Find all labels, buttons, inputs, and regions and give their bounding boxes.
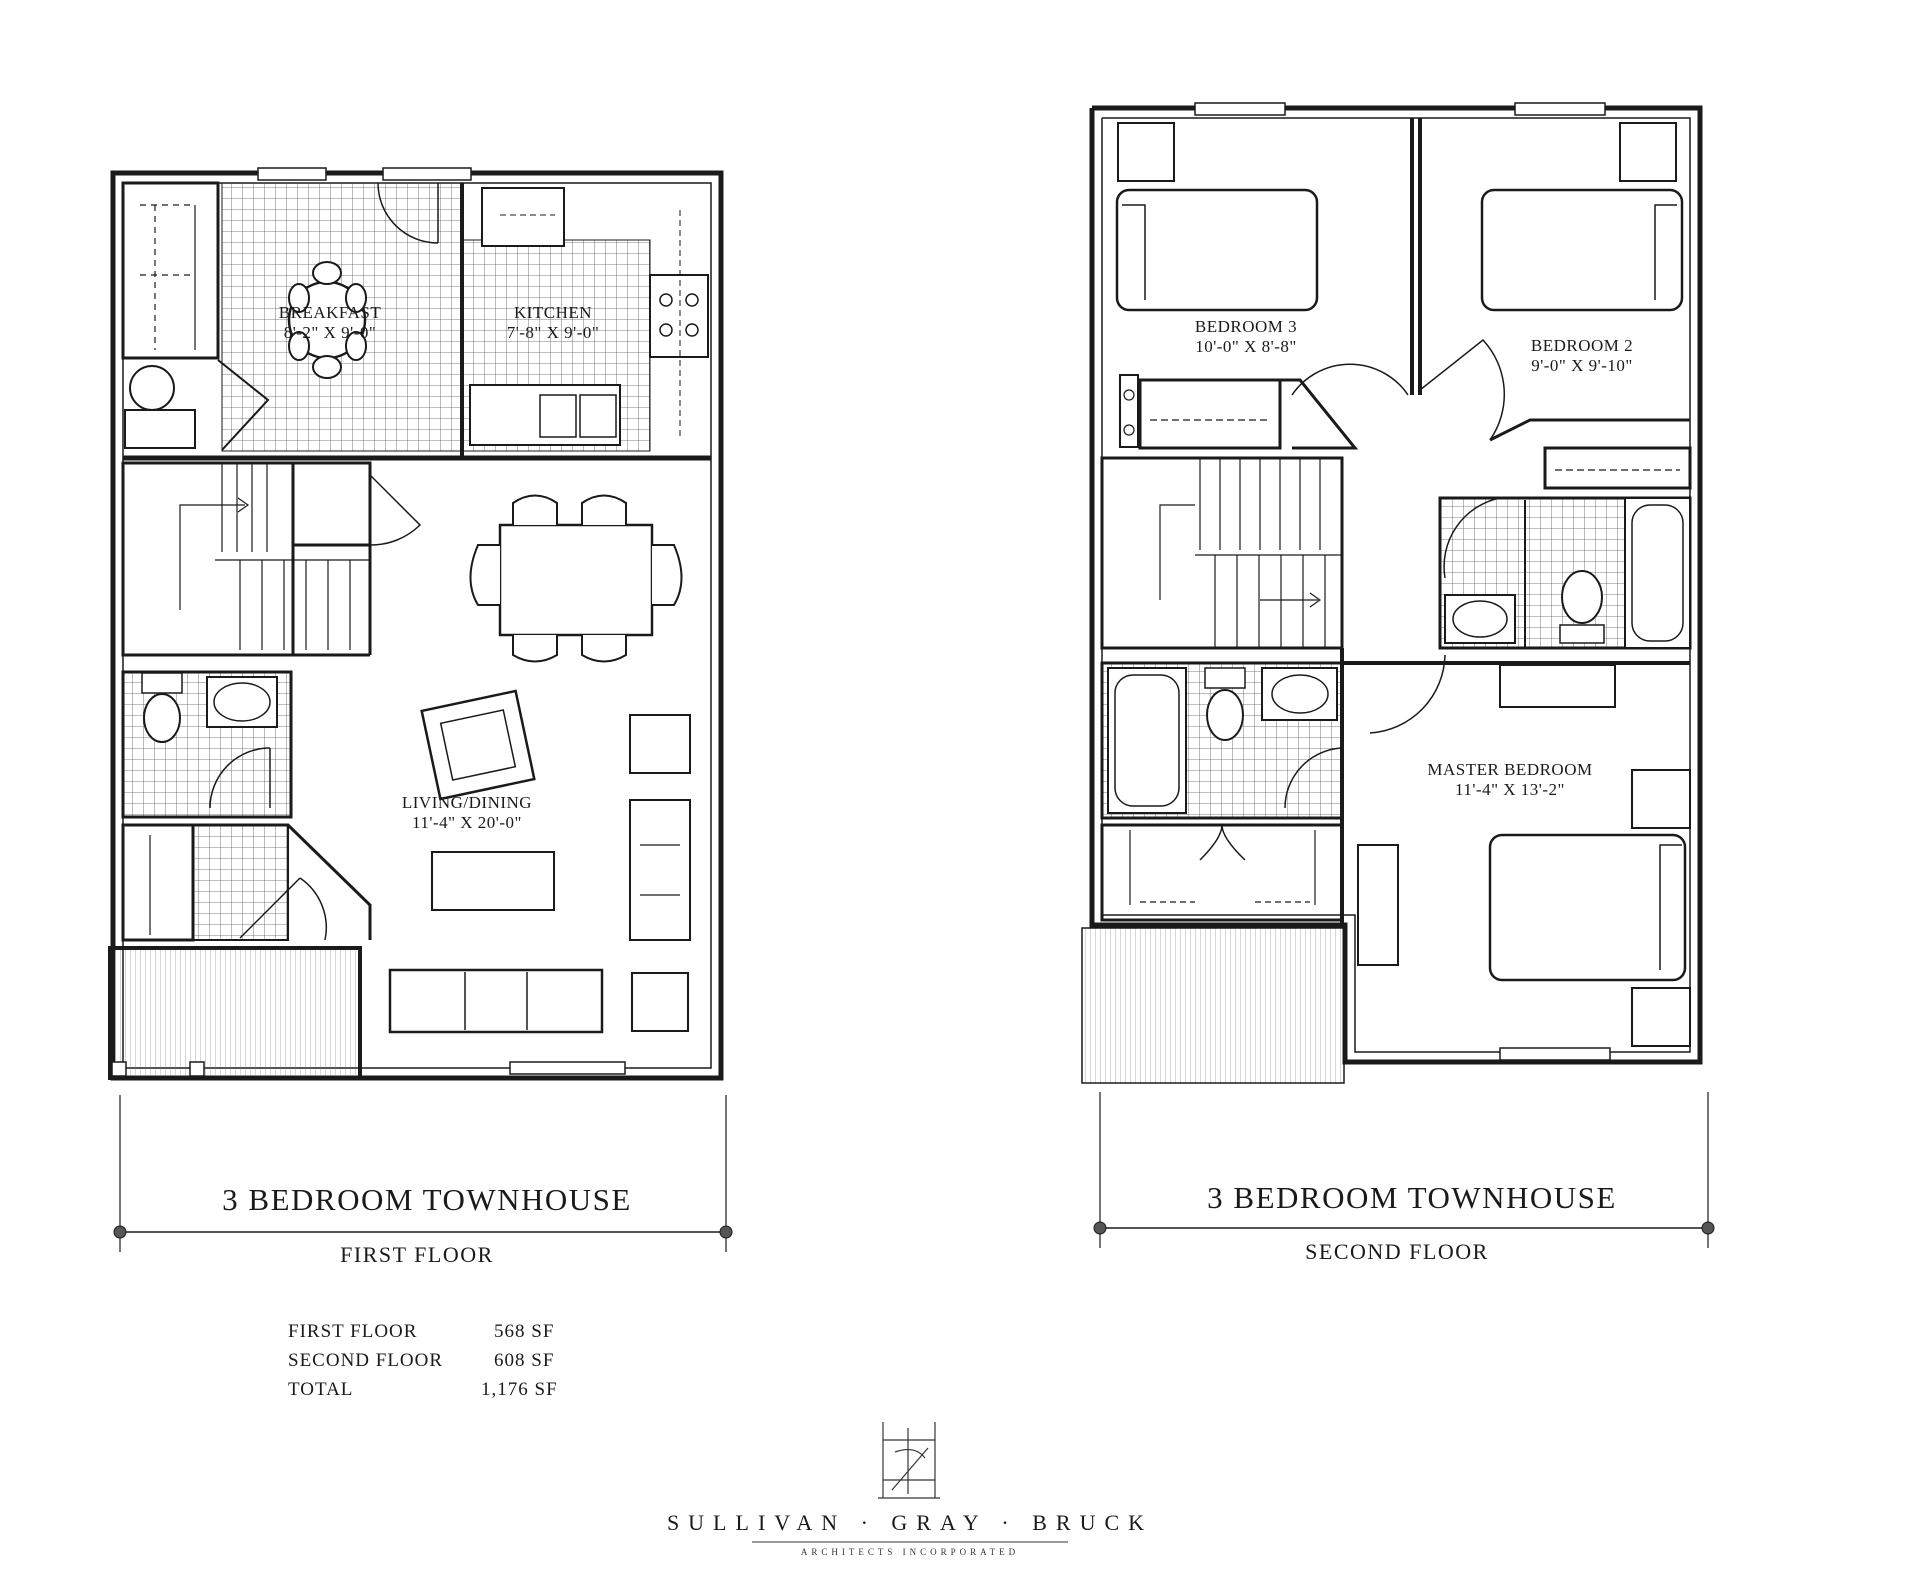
area-value: 608 SF (494, 1350, 554, 1371)
porch (108, 946, 362, 1080)
kitchen-room-dims: 7'-8" X 9'-0" (507, 323, 600, 342)
living-room-dims: 11'-4" X 20'-0" (412, 813, 522, 832)
first-floor-subtitle: FIRST FLOOR (340, 1242, 494, 1267)
area-table: FIRST FLOOR 568 SF SECOND FLOOR 608 SF T… (288, 1321, 558, 1400)
first-floor-dimension-line (113, 1095, 733, 1252)
bedroom3-name: BEDROOM 3 (1195, 317, 1297, 336)
first-floor-title: 3 BEDROOM TOWNHOUSE (222, 1182, 632, 1217)
bedroom2-dims: 9'-0" X 9'-10" (1531, 356, 1633, 375)
master-bedroom-name: MASTER BEDROOM (1427, 760, 1592, 779)
area-label: SECOND FLOOR (288, 1350, 443, 1371)
master-bedroom-dims: 11'-4" X 13'-2" (1455, 780, 1565, 799)
second-floor-subtitle: SECOND FLOOR (1305, 1239, 1489, 1264)
area-value: 568 SF (494, 1321, 554, 1342)
logo-mark-icon (878, 1422, 940, 1499)
area-label: TOTAL (288, 1379, 353, 1400)
area-value: 1,176 SF (481, 1379, 558, 1400)
second-floor-dimension-line (1093, 1092, 1715, 1248)
living-room-name: LIVING/DINING (402, 793, 532, 812)
second-floor-title: 3 BEDROOM TOWNHOUSE (1207, 1180, 1617, 1215)
firm-logo: SULLIVAN · GRAY · BRUCK ARCHITECTS INCOR… (667, 1422, 1153, 1557)
bedroom2-name: BEDROOM 2 (1531, 336, 1633, 355)
porch-roof (1081, 927, 1345, 1084)
second-floor-plan (1081, 102, 1703, 1084)
breakfast-room-name: BREAKFAST (279, 303, 382, 322)
logo-firm-subtitle: ARCHITECTS INCORPORATED (801, 1547, 1019, 1557)
area-label: FIRST FLOOR (288, 1321, 417, 1342)
kitchen-room-name: KITCHEN (514, 303, 592, 322)
breakfast-room-dims: 8'-2" X 9'-0" (284, 323, 377, 342)
bedroom3-dims: 10'-0" X 8'-8" (1195, 337, 1297, 356)
logo-firm-name: SULLIVAN · GRAY · BRUCK (667, 1510, 1153, 1535)
first-floor-plan (108, 167, 724, 1081)
